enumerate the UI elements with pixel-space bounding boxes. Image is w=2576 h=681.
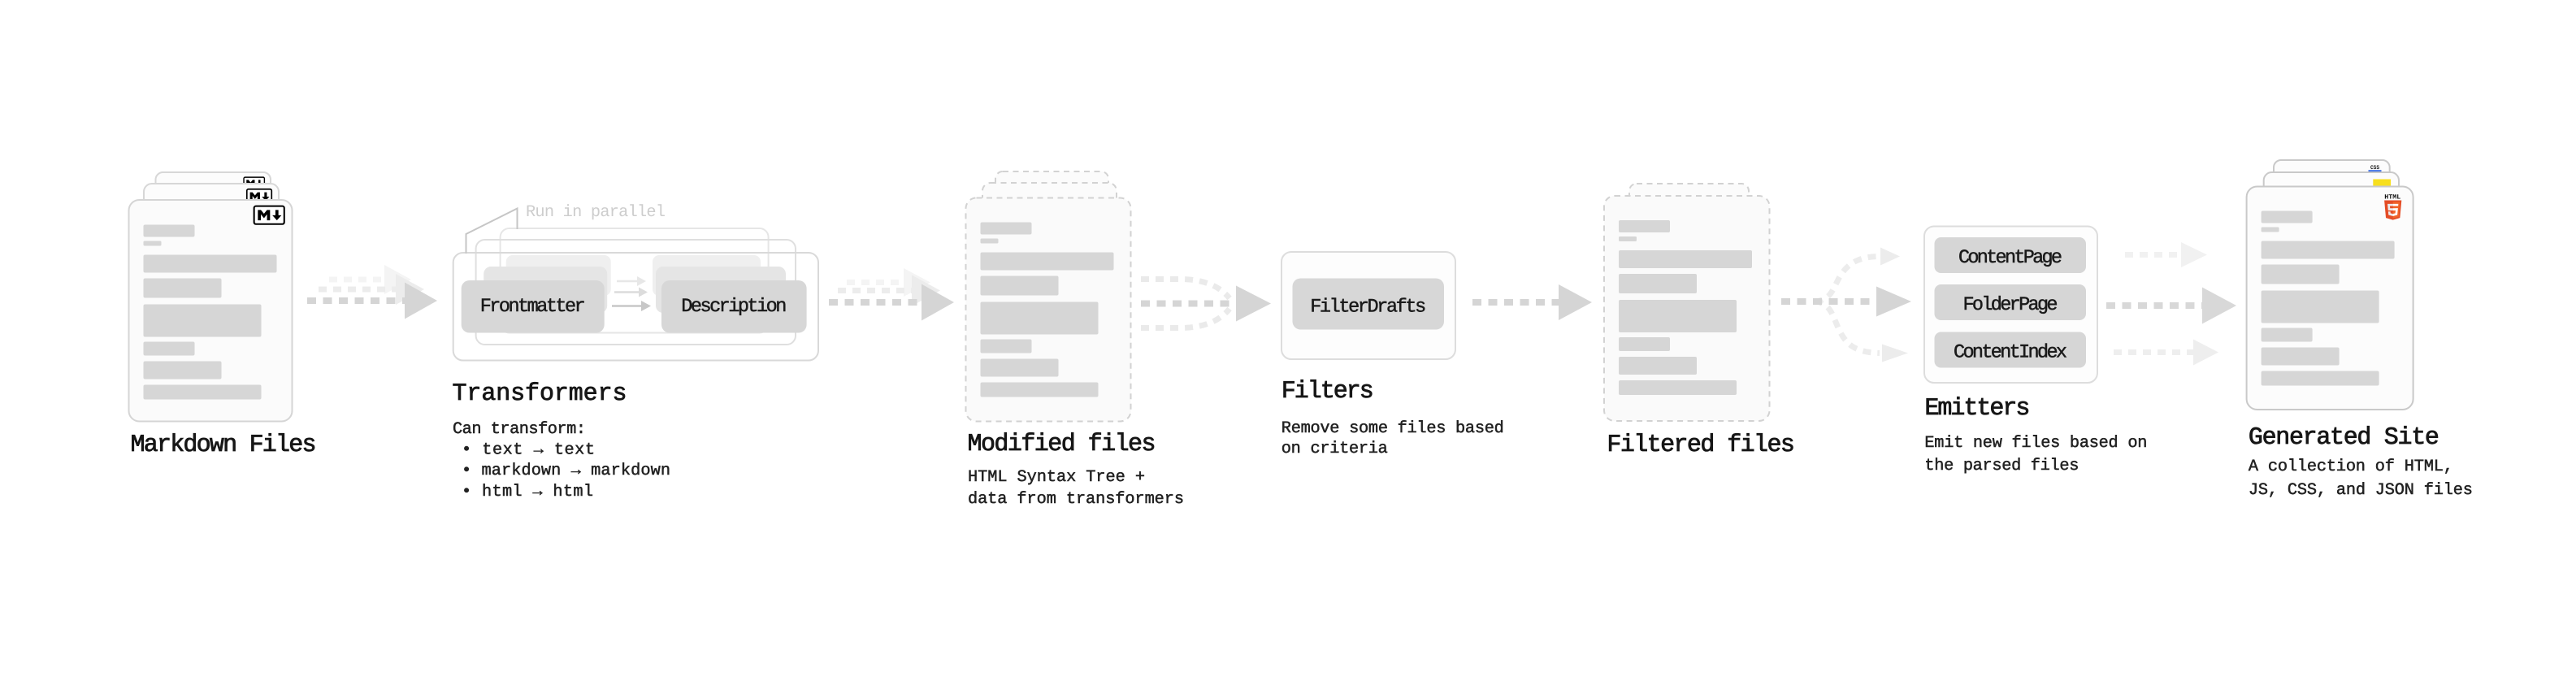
svg-text:CSS: CSS [2370,165,2379,171]
svg-text:Markdown Files: Markdown Files [131,432,317,459]
svg-text:Remove some files based: Remove some files based [1281,419,1504,438]
svg-text:• markdown → markdown: • markdown → markdown [462,462,670,480]
svg-text:ContentIndex: ContentIndex [1954,342,2067,364]
svg-text:Can transform:: Can transform: [453,420,586,439]
svg-text:Emitters: Emitters [1924,395,2030,423]
svg-text:Emit new files based on: Emit new files based on [1924,434,2147,453]
svg-text:Frontmatter: Frontmatter [480,296,586,318]
svg-text:• html → html: • html → html [462,483,593,501]
svg-text:JS, CSS, and JSON files: JS, CSS, and JSON files [2249,481,2473,500]
svg-text:Description: Description [681,296,787,318]
svg-text:the parsed files: the parsed files [1924,457,2079,475]
svg-text:Filters: Filters [1281,378,1374,406]
svg-text:HTML Syntax Tree +: HTML Syntax Tree + [968,468,1145,487]
svg-text:Filtered files: Filtered files [1607,432,1794,459]
svg-text:on criteria: on criteria [1281,440,1388,458]
svg-text:HTML: HTML [2384,193,2400,201]
svg-text:FolderPage: FolderPage [1963,294,2058,316]
svg-text:• text → text: • text → text [462,441,595,460]
svg-text:data from transformers: data from transformers [968,490,1184,509]
svg-text:Run in parallel: Run in parallel [526,203,666,222]
svg-text:Modified files: Modified files [968,431,1156,458]
svg-text:Transformers: Transformers [453,380,627,408]
svg-text:FilterDrafts: FilterDrafts [1310,297,1426,319]
svg-text:A collection of HTML,: A collection of HTML, [2249,458,2453,476]
svg-text:Generated Site: Generated Site [2249,424,2439,452]
svg-text:ContentPage: ContentPage [1958,247,2062,269]
